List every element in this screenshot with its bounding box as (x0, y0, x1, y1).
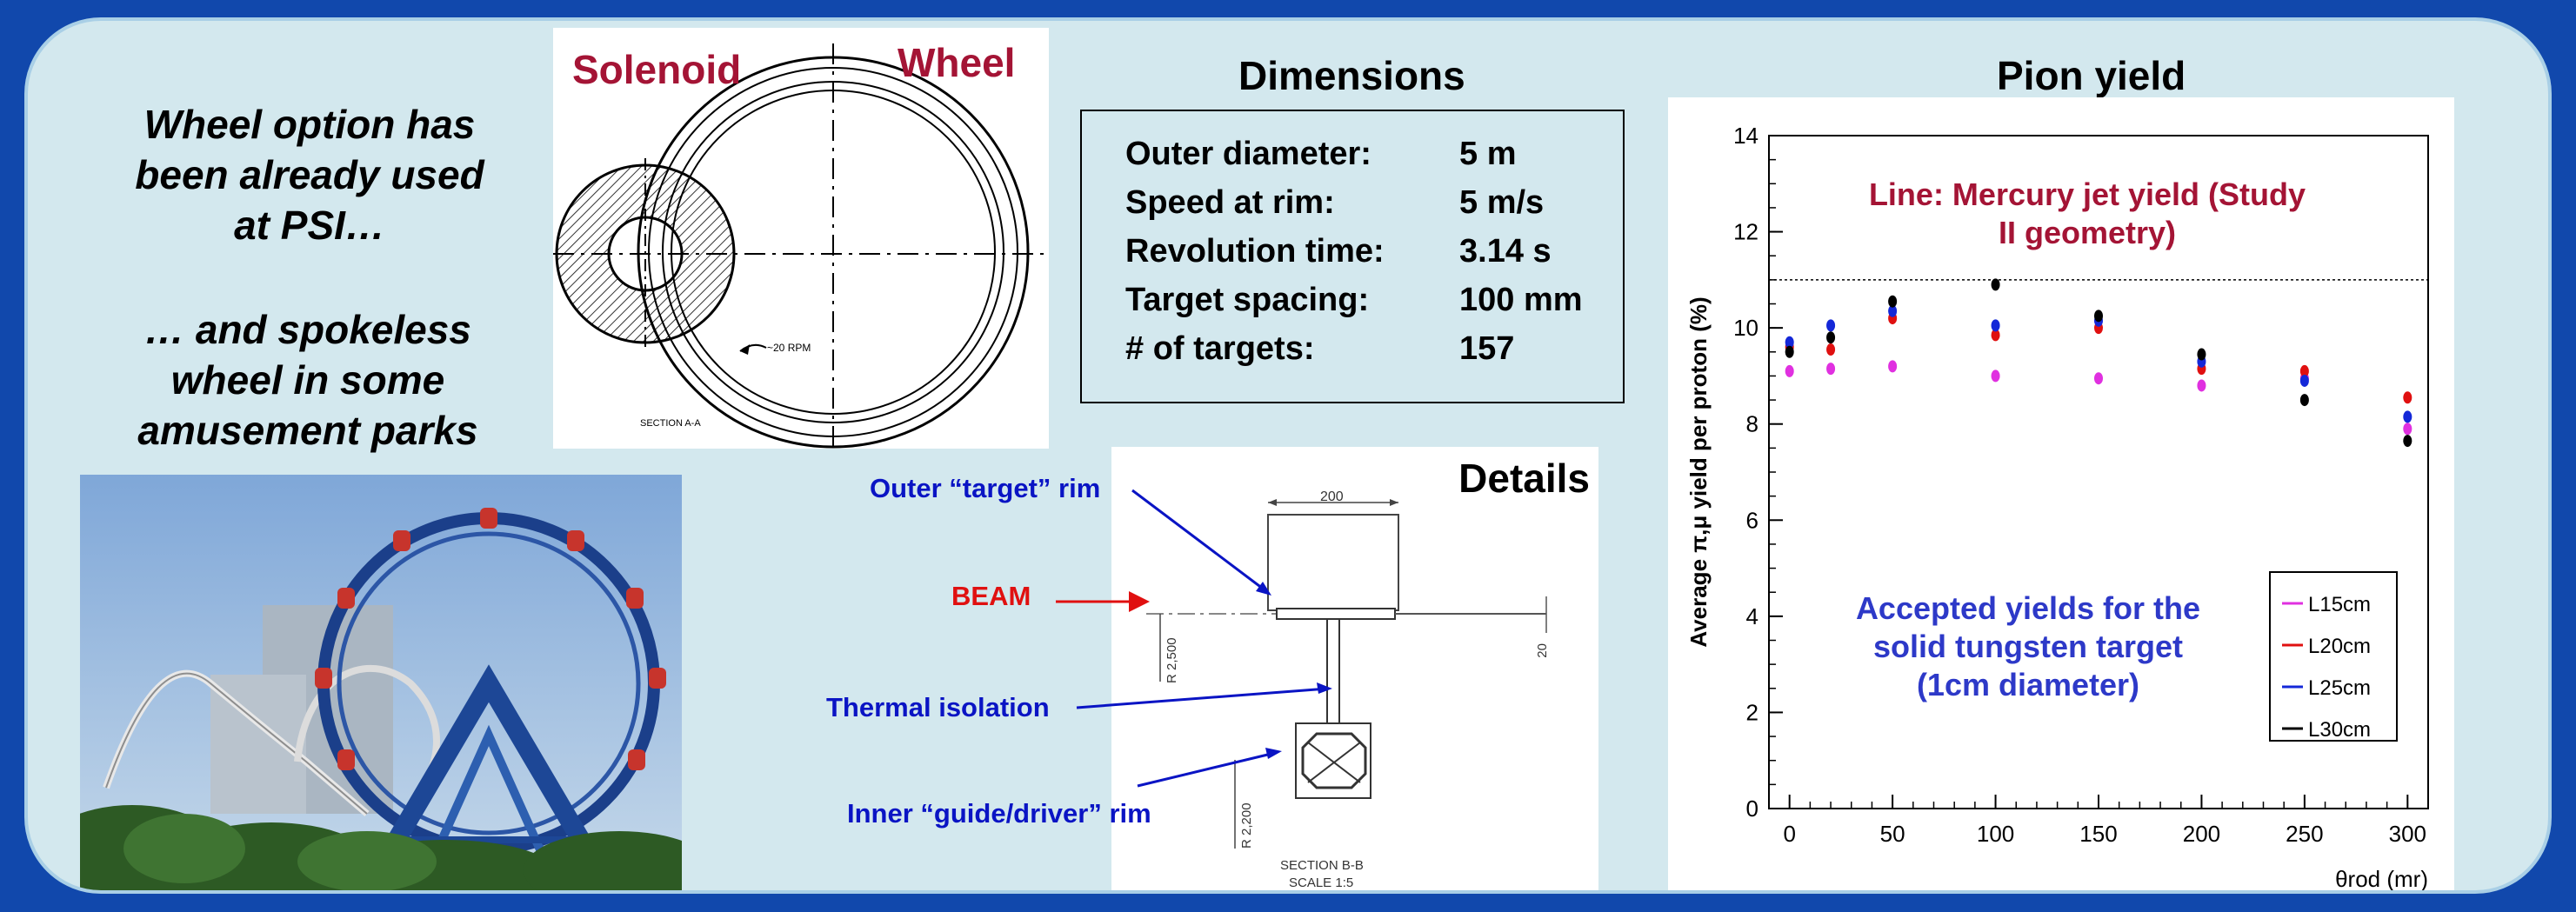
data-point-L25cm (1888, 304, 1898, 317)
thermal-arrow (1076, 687, 1328, 709)
x-tick-label: 250 (2286, 821, 2323, 847)
data-point-L30cm (1888, 295, 1898, 308)
x-tick-label: 300 (2389, 821, 2426, 847)
slide: Wheel option has been already used at PS… (24, 17, 2552, 894)
dim-value-speed: 5 m/s (1459, 184, 1545, 221)
accepted-note-line1: Accepted yields for the (1856, 590, 2200, 626)
y-tick-label: 0 (1746, 796, 1758, 822)
data-point-L20cm (1991, 329, 2000, 342)
data-point-L25cm (1785, 336, 1794, 349)
scale-label: SCALE 1:5 (1289, 875, 1353, 890)
data-points (1785, 278, 2412, 448)
legend-box (2269, 571, 2398, 742)
y-tick-label: 14 (1733, 123, 1758, 149)
section-a-label: SECTION A-A (640, 418, 701, 429)
amusement-park-photo (80, 475, 682, 890)
axis-ticks: 0 2 4 6 8 10 12 14 0 50 100 150 200 250 300 (1733, 123, 2426, 847)
outer-rim-label: Outer “target” rim (870, 473, 1101, 503)
y-tick-label: 12 (1733, 219, 1758, 245)
dim-value-outer-diameter: 5 m (1459, 136, 1517, 172)
data-point-L15cm (2197, 379, 2206, 392)
data-point-L20cm (2299, 364, 2309, 377)
dim-200: 200 (1320, 489, 1344, 504)
accepted-note-line2: solid tungsten target (1873, 629, 2183, 664)
solenoid-label: Solenoid (572, 47, 741, 92)
y-tick-label: 6 (1746, 507, 1758, 533)
section-b-label: SECTION B-B (1280, 858, 1364, 873)
wheel-solenoid-drawing: ~20 RPM SECTION A-A Solenoid Wheel (553, 28, 1049, 449)
dimensions-title: Dimensions (1238, 53, 1465, 98)
data-point-L25cm (2403, 410, 2412, 423)
x-tick-label: 200 (2183, 821, 2220, 847)
dim-label-revolution: Revolution time: (1125, 233, 1385, 270)
annotation-arrows (1056, 489, 1332, 788)
data-point-L15cm (1991, 369, 2000, 383)
y-axis-label: Average π,μ yield per proton (%) (1685, 296, 1712, 647)
pion-yield-chart: 0 2 4 6 8 10 12 14 0 50 100 150 200 250 300 Average π,… (1685, 123, 2429, 892)
dim-value-revolution: 3.14 s (1459, 233, 1552, 270)
dim-value-spacing: 100 mm (1459, 282, 1583, 318)
beam-label: BEAM (951, 581, 1031, 611)
x-tick-label: 150 (2079, 821, 2117, 847)
ferris-wheel-illustration (80, 475, 682, 890)
mercury-note-line1: Line: Mercury jet yield (Study (1869, 176, 2306, 212)
data-point-L30cm (2299, 394, 2309, 407)
mercury-note-line2: II geometry) (1999, 215, 2176, 250)
x-tick-label: 0 (1783, 821, 1795, 847)
accepted-note-line3: (1cm diameter) (1917, 667, 2139, 702)
dim-value-targets: 157 (1459, 330, 1515, 367)
intro-text-psi: Wheel option has been already used at PS… (135, 102, 484, 248)
x-tick-label: 50 (1880, 821, 1905, 847)
dim-label-spacing: Target spacing: (1125, 282, 1370, 318)
data-point-L25cm (1826, 319, 1836, 332)
data-point-L15cm (1785, 364, 1794, 377)
data-point-L25cm (2299, 374, 2309, 387)
dim-r2200: R 2,200 (1239, 802, 1254, 849)
data-point-L20cm (1826, 343, 1836, 356)
dim-label-targets: # of targets: (1125, 330, 1315, 367)
data-point-L25cm (1991, 319, 2000, 332)
pion-yield-chart-panel: 0 2 4 6 8 10 12 14 0 50 100 150 200 250 300 Average π,… (1668, 97, 2454, 892)
thermal-isolation-label: Thermal isolation (826, 692, 1050, 722)
details-title: Details (1458, 456, 1590, 501)
dim-20: 20 (1535, 643, 1550, 658)
outer-rim-arrow (1131, 489, 1267, 593)
data-point-L30cm (2403, 435, 2412, 448)
y-tick-label: 8 (1746, 411, 1758, 437)
y-tick-label: 10 (1733, 315, 1758, 341)
wheel-label: Wheel (898, 40, 1015, 85)
x-axis-label: θrod (mr) (2335, 866, 2428, 892)
rpm-note: ~20 RPM (767, 342, 811, 354)
data-point-L30cm (1826, 331, 1836, 344)
legend-label-L30cm: L30cm (2308, 718, 2371, 742)
x-tick-label: 100 (1977, 821, 2014, 847)
details-drawing: 200 20 R 2,500 R 2,200 SECTION B-B SCALE… (1111, 447, 1598, 890)
inner-rim-label: Inner “guide/driver” rim (847, 798, 1151, 829)
legend-label-L25cm: L25cm (2308, 676, 2371, 700)
dimensions-box: Outer diameter: 5 m Speed at rim: 5 m/s … (1080, 110, 1625, 403)
dim-label-speed: Speed at rim: (1125, 184, 1335, 221)
pion-yield-title: Pion yield (1997, 53, 2186, 98)
data-point-L15cm (1826, 363, 1836, 376)
data-point-L15cm (2094, 372, 2103, 385)
data-point-L15cm (2403, 423, 2412, 436)
intro-text-amusement: … and spokeless wheel in some amusement … (137, 307, 478, 453)
data-point-L20cm (2403, 391, 2412, 404)
y-tick-label: 2 (1746, 699, 1758, 725)
y-tick-label: 4 (1746, 603, 1758, 629)
inner-rim-arrow (1137, 751, 1276, 788)
dim-label-outer-diameter: Outer diameter: (1125, 136, 1371, 172)
dim-r2500: R 2,500 (1165, 637, 1179, 683)
data-point-L30cm (1991, 278, 2000, 291)
data-point-L15cm (1888, 360, 1898, 373)
data-point-L30cm (1785, 345, 1794, 358)
data-point-L30cm (2197, 348, 2206, 361)
legend-label-L15cm: L15cm (2308, 593, 2371, 616)
legend-label-L20cm: L20cm (2308, 635, 2371, 658)
data-point-L30cm (2094, 310, 2103, 323)
